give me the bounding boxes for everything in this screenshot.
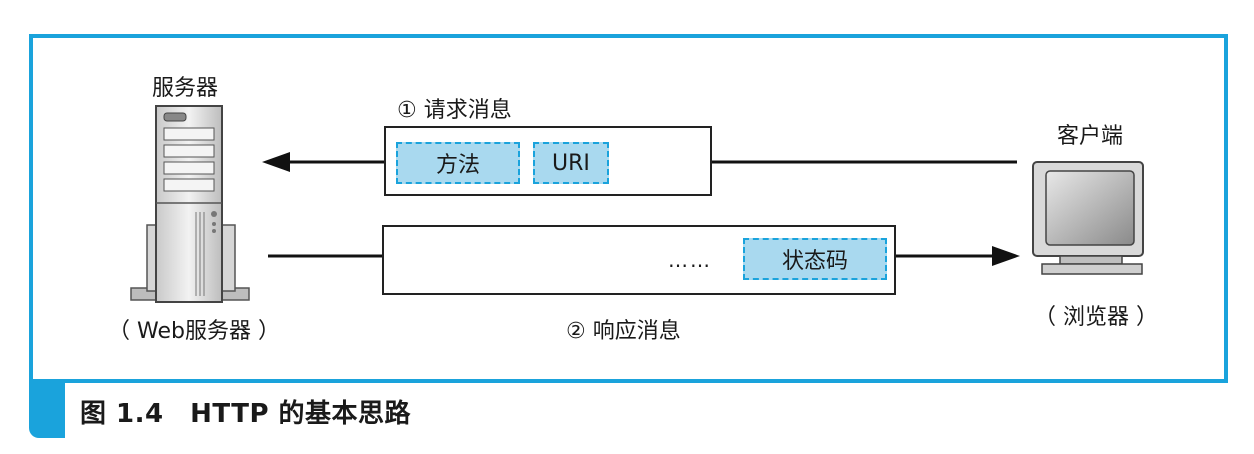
server-title: 服务器 [152, 76, 219, 101]
diagram-frame [29, 34, 1228, 383]
monitor-icon [1032, 161, 1144, 275]
response-field-status-code: 状态码 [743, 238, 887, 280]
request-label: ① 请求消息 [397, 98, 512, 123]
response-label: ② 响应消息 [566, 319, 681, 344]
request-field-uri: URI [533, 142, 609, 184]
server-subtitle: （ Web服务器 ） [108, 319, 280, 344]
client-subtitle: （ 浏览器 ） [1034, 305, 1158, 330]
server-icon [130, 105, 250, 303]
client-title: 客户端 [1057, 124, 1124, 149]
request-field-method: 方法 [396, 142, 520, 184]
response-ellipsis: …… [668, 248, 712, 272]
figure-caption: 图 1.4 HTTP 的基本思路 [80, 399, 412, 429]
caption-accent-bar [29, 382, 65, 438]
